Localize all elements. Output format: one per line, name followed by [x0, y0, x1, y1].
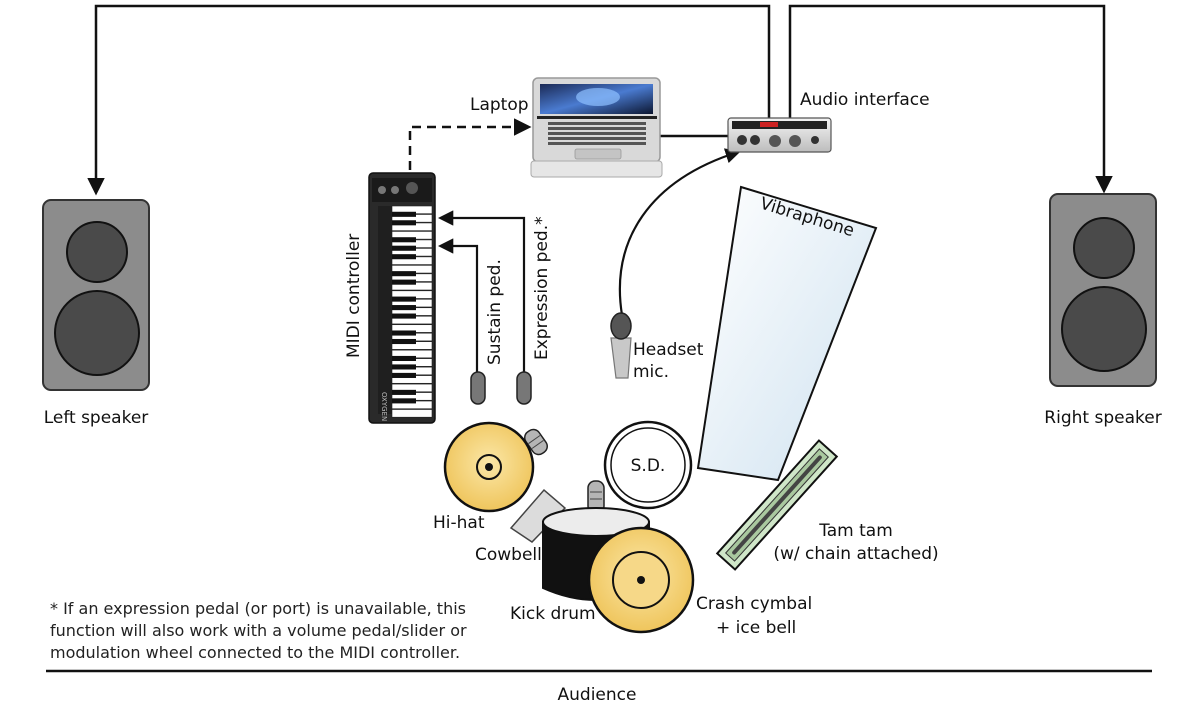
laptop-icon	[530, 77, 663, 178]
kick-drum-label: Kick drum	[510, 604, 596, 624]
vibraphone-icon	[696, 185, 878, 482]
headset-mic-label-line1: Headset	[633, 340, 704, 360]
tam-tam-label-line1: Tam tam	[818, 521, 893, 541]
snare-drum-label: S.D.	[631, 456, 666, 476]
hi-hat-cymbal-icon	[443, 421, 535, 513]
sustain-pedal-icon	[470, 371, 486, 405]
right-speaker-label: Right speaker	[1044, 408, 1161, 428]
snare-drum-icon	[603, 420, 693, 510]
cable-headset-mic	[618, 148, 741, 316]
footnote-line-1: * If an expression pedal (or port) is un…	[50, 599, 466, 618]
black-key	[392, 211, 416, 217]
cable-midi-laptop	[408, 118, 532, 170]
cowbell-label: Cowbell	[475, 545, 542, 565]
cable-right-speaker	[788, 4, 1113, 194]
midi-keyboard-icon: OXYGEN	[368, 172, 436, 424]
expression-pedal-icon	[516, 371, 532, 405]
black-key	[392, 237, 416, 243]
right-speaker-icon	[1049, 193, 1157, 387]
midi-controller-label: MIDI controller	[344, 234, 364, 358]
keyboard-brand-text: OXYGEN	[380, 392, 388, 421]
footnote: * If an expression pedal (or port) is un…	[50, 598, 470, 664]
black-key	[392, 330, 416, 336]
black-key	[392, 271, 416, 277]
black-key	[392, 364, 416, 370]
keyboard-black-keys	[392, 211, 416, 404]
crash-cymbal-label-line1: Crash cymbal	[696, 594, 812, 614]
cable-sustain-pedal	[437, 238, 479, 372]
black-key	[392, 245, 416, 251]
cowbell-icon	[509, 488, 567, 543]
black-key	[392, 338, 416, 345]
black-key	[392, 313, 416, 319]
crash-cymbal-icon	[587, 526, 695, 634]
black-key	[392, 220, 416, 226]
black-key	[392, 279, 416, 285]
black-key	[392, 398, 416, 404]
hi-hat-label: Hi-hat	[433, 513, 485, 533]
headset-mic-label-line2: mic.	[633, 362, 669, 382]
audio-interface-icon	[727, 117, 832, 153]
footnote-line-3: modulation wheel connected to the MIDI c…	[50, 643, 461, 662]
left-speaker-icon	[42, 199, 150, 391]
crash-cymbal-label-line2: + ice bell	[716, 618, 796, 638]
expression-pedal-label: Expression ped.*	[532, 216, 552, 360]
black-key	[392, 355, 416, 362]
tam-tam-label-line2: (w/ chain attached)	[773, 544, 938, 564]
cable-expression-pedal	[437, 210, 526, 372]
black-key	[392, 254, 416, 260]
audience-label: Audience	[558, 685, 637, 705]
footnote-line-2: function will also work with a volume pe…	[50, 621, 467, 640]
hi-hat-pedal-icon	[523, 428, 549, 456]
cable-left-speaker	[87, 4, 771, 196]
left-speaker-label: Left speaker	[44, 408, 149, 428]
audio-interface-label: Audio interface	[800, 90, 930, 110]
black-key	[392, 372, 416, 378]
sustain-pedal-label: Sustain ped.	[485, 259, 505, 365]
black-key	[392, 296, 416, 302]
tam-tam-icon	[715, 439, 839, 571]
microphone-icon	[610, 312, 632, 379]
black-key	[392, 389, 416, 395]
laptop-label: Laptop	[470, 95, 529, 115]
white-key	[391, 409, 433, 418]
black-key	[392, 305, 416, 311]
